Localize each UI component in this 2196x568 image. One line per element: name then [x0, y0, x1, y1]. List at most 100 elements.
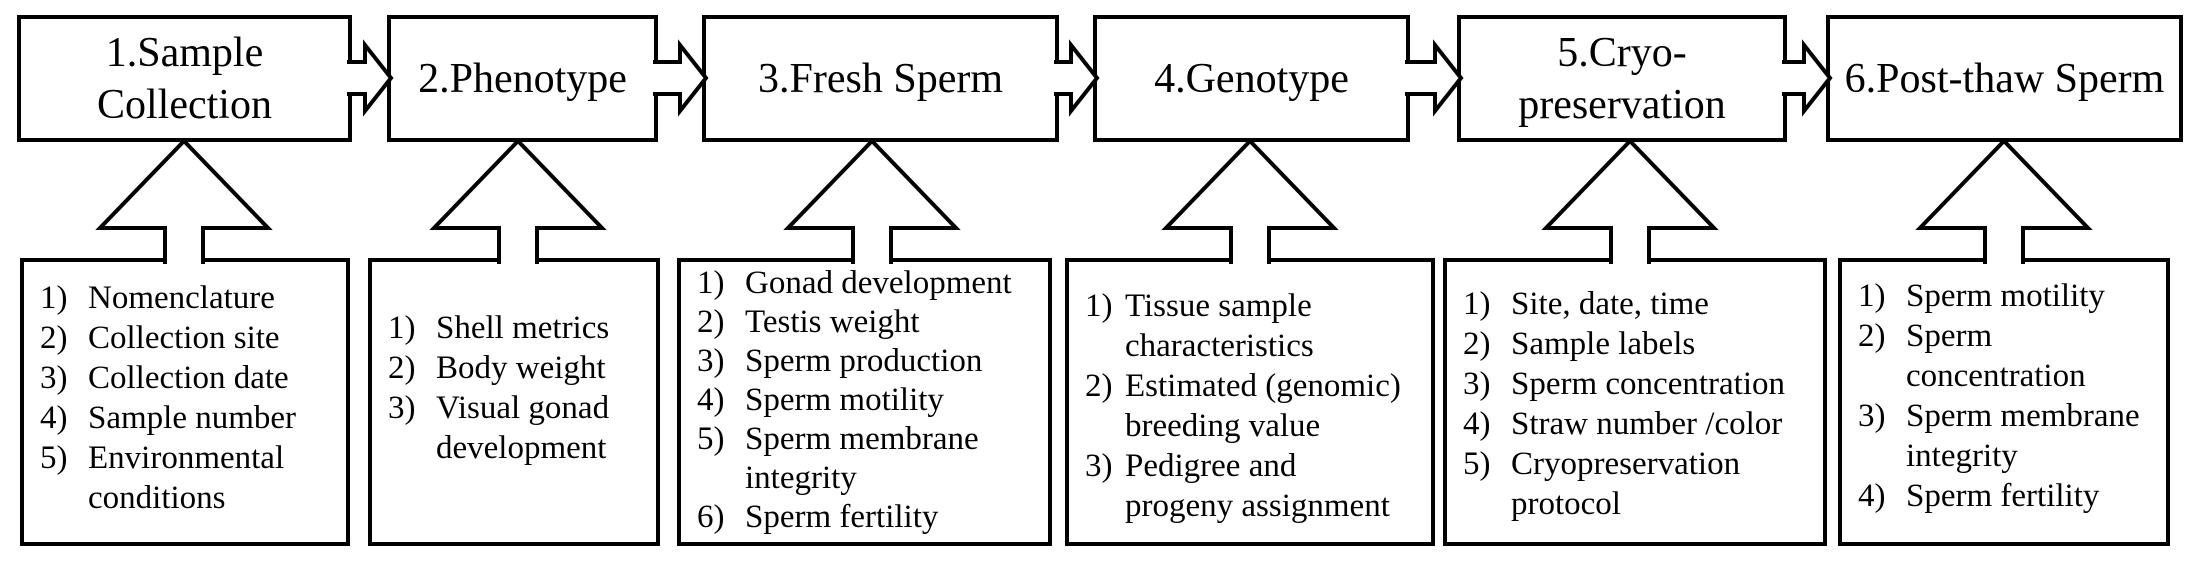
- step-box-genotype: 4.Genotype: [1093, 15, 1410, 142]
- up-arrow-4: [1161, 138, 1339, 264]
- list-item-text: Body weight: [436, 350, 606, 386]
- flow-arrow-2-3: [653, 39, 709, 117]
- list-item-text: Sperm motility: [1906, 278, 2105, 314]
- list-item-number: 2): [40, 320, 68, 356]
- up-arrow-5: [1541, 138, 1719, 264]
- step-title: 1.Sample Collection: [97, 29, 272, 128]
- step-box-phenotype: 2.Phenotype: [387, 15, 658, 142]
- list-item-text: Sperm membrane integrity: [745, 421, 979, 496]
- step-title: 2.Phenotype: [418, 55, 627, 102]
- list-item-text: Site, date, time: [1511, 286, 1709, 322]
- list-item-text: Environmental conditions: [88, 440, 285, 516]
- list-item-number: 1): [40, 280, 68, 316]
- list-item-text: Shell metrics: [436, 310, 610, 346]
- step-title: 3.Fresh Sperm: [758, 55, 1003, 102]
- list-item-text: Sperm concentration: [1906, 318, 2086, 394]
- list-item-text: Sperm fertility: [745, 499, 939, 535]
- list-item-text: Gonad development: [745, 265, 1012, 301]
- up-arrow-3: [783, 138, 961, 264]
- list-item-text: Nomenclature: [88, 280, 275, 316]
- list-item: 1) Gonad development: [697, 264, 1044, 303]
- list-item: 5) Sperm membrane integrity: [697, 420, 1044, 498]
- flow-arrow-4-5: [1405, 39, 1464, 117]
- list-item: 4) Sperm fertility: [1858, 476, 2162, 516]
- list-item-number: 3): [1085, 448, 1113, 484]
- list-item-text: Visual gonad development: [436, 390, 610, 466]
- step-box-cryopreservation: 5.Cryo- preservation: [1457, 15, 1787, 142]
- list-item: 3) Visual gonad development: [388, 388, 652, 468]
- list-item-text: Straw number /color: [1511, 406, 1783, 442]
- list-item: 1) Nomenclature: [40, 278, 342, 318]
- list-item: 4) Sample number: [40, 398, 342, 438]
- step-box-post-thaw-sperm: 6.Post-thaw Sperm: [1826, 15, 2183, 142]
- list-item-number: 2): [1085, 368, 1113, 404]
- list-item: 6) Sperm fertility: [697, 498, 1044, 537]
- list-item: 4) Sperm motility: [697, 381, 1044, 420]
- list-item-text: Sperm concentration: [1511, 366, 1785, 402]
- list-item-number: 5): [1463, 446, 1491, 482]
- list-box-cryopreservation: 1)Site, date, time 2) Sample labels 3) Spe…: [1443, 258, 1827, 546]
- step-box-sample-collection: 1.Sample Collection: [17, 15, 352, 142]
- list-item: 1)Tissue sample characteristics: [1085, 286, 1427, 366]
- list-item: 2) Sperm concentration: [1858, 316, 2162, 396]
- list-item: 2) Collection site: [40, 318, 342, 358]
- list-item-text: Pedigree and progeny assignment: [1125, 448, 1390, 524]
- list-item-number: 3): [697, 343, 725, 379]
- list-item: 1)Site, date, time: [1463, 284, 1819, 324]
- list-item-number: 1): [697, 265, 725, 301]
- list-item-text: Sperm motility: [745, 382, 944, 418]
- list-item-number: 3): [388, 390, 416, 426]
- step-title: 6.Post-thaw Sperm: [1844, 55, 2165, 102]
- list-item-text: Tissue sample characteristics: [1125, 288, 1314, 364]
- list-item: 2) Testis weight: [697, 303, 1044, 342]
- list-item-text: Estimated (genomic) breeding value: [1125, 368, 1401, 444]
- list-item-number: 4): [1463, 406, 1491, 442]
- list-box-post-thaw-sperm: 1) Sperm motility 2) Sperm concentration 3…: [1838, 258, 2170, 546]
- list-box-genotype: 1)Tissue sample characteristics 2) Estima…: [1065, 258, 1435, 546]
- list-item-text: Collection site: [88, 320, 280, 356]
- step-title: 4.Genotype: [1154, 55, 1349, 102]
- list-item: 4) Straw number /color: [1463, 404, 1819, 444]
- list-item: 3) Sperm production: [697, 342, 1044, 381]
- list-item-text: Collection date: [88, 360, 289, 396]
- list-item-number: 4): [697, 382, 725, 418]
- list-item: 1) Sperm motility: [1858, 276, 2162, 316]
- list-item-number: 3): [40, 360, 68, 396]
- list-item: 2) Body weight: [388, 348, 652, 388]
- list-item-text: Sperm fertility: [1906, 478, 2100, 514]
- step-title: 5.Cryo- preservation: [1518, 29, 1726, 128]
- list-item-text: Cryopreservation protocol: [1511, 446, 1741, 522]
- list-item: 3) Collection date: [40, 358, 342, 398]
- list-item-number: 4): [1858, 478, 1886, 514]
- list-box-phenotype: 1)Shell metrics 2)Body weight 3)Visual g…: [368, 258, 660, 546]
- list-item-number: 4): [40, 400, 68, 436]
- list-item-number: 2): [697, 304, 725, 340]
- up-arrow-1: [95, 138, 273, 264]
- list-item-text: Sample number: [88, 400, 297, 436]
- list-item-number: 6): [697, 499, 725, 535]
- list-item-number: 2): [1463, 326, 1491, 362]
- list-item-number: 2): [388, 350, 416, 386]
- flow-arrow-5-6: [1782, 39, 1833, 117]
- list-item-number: 5): [40, 440, 68, 476]
- list-item-number: 1): [1858, 278, 1886, 314]
- step-box-fresh-sperm: 3.Fresh Sperm: [702, 15, 1059, 142]
- list-box-sample-collection: 1) Nomenclature 2) Collection site 3) Colle…: [20, 258, 350, 546]
- list-item-number: 5): [697, 421, 725, 457]
- list-item-number: 3): [1463, 366, 1491, 402]
- list-item-text: Sperm production: [745, 343, 983, 379]
- list-item: 2) Estimated (genomic) breeding value: [1085, 366, 1427, 446]
- up-arrow-6: [1915, 138, 2093, 264]
- flow-arrow-3-4: [1054, 39, 1100, 117]
- list-item-text: Sample labels: [1511, 326, 1696, 362]
- list-item: 2) Sample labels: [1463, 324, 1819, 364]
- flow-arrow-1-2: [347, 39, 394, 117]
- list-item: 5) Environmental conditions: [40, 438, 342, 518]
- list-item: 3) Sperm concentration: [1463, 364, 1819, 404]
- list-item-text: Testis weight: [745, 304, 920, 340]
- list-item-text: Sperm membrane integrity: [1906, 398, 2140, 474]
- list-item: 5) Cryopreservation protocol: [1463, 444, 1819, 524]
- list-item: 3)Sperm membrane integrity: [1858, 396, 2162, 476]
- list-item-number: 2): [1858, 318, 1886, 354]
